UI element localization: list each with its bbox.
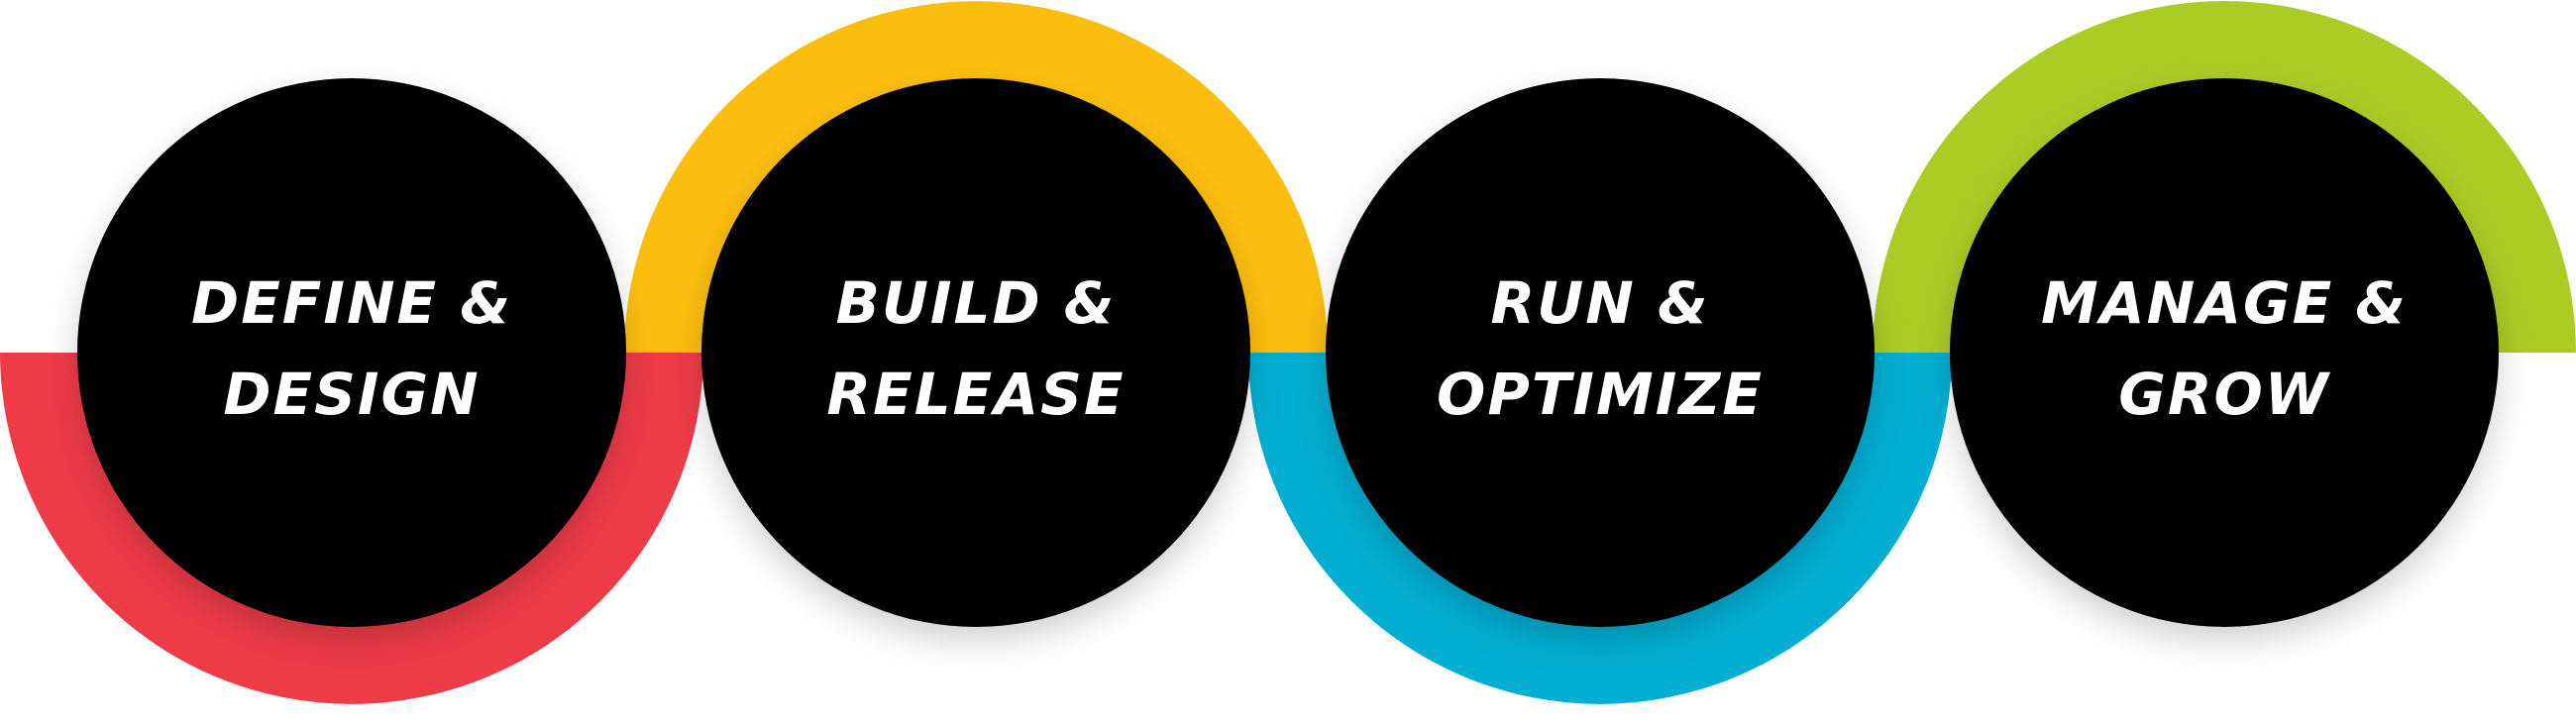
stage-3-label-line-2: OPTIMIZE	[1437, 361, 1764, 428]
stage-circles: DEFINE & DESIGN BUILD & RELEASE RUN & OPTIMIZ…	[77, 78, 2499, 627]
stage-2-label-line-2: RELEASE	[826, 361, 1125, 428]
stage-4-label-line-1: MANAGE &	[2041, 269, 2408, 337]
stage-1-label-line-2: DESIGN	[223, 361, 480, 428]
stage-circle-4	[1950, 78, 2499, 627]
stage-4-label-line-2: GROW	[2118, 361, 2331, 428]
stage-circle-1	[77, 78, 626, 627]
stage-circle-2	[701, 78, 1250, 627]
stage-1-label-line-1: DEFINE &	[191, 269, 512, 337]
stage-2-label-line-1: BUILD &	[836, 269, 1117, 337]
stage-circle-3	[1326, 78, 1875, 627]
stage-3-label-line-1: RUN &	[1490, 269, 1709, 337]
